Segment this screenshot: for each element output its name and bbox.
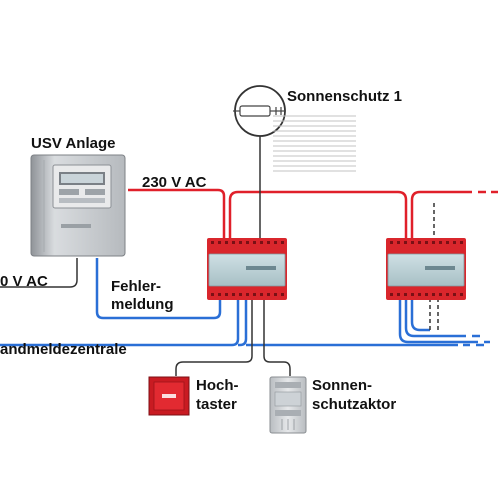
- blind-icon: [273, 115, 356, 172]
- usv-title: USV Anlage: [31, 135, 115, 152]
- signal-lines: [0, 258, 490, 347]
- motor-icon: [233, 85, 286, 137]
- brandmeldezentrale-label: andmeldezentrale: [0, 341, 127, 358]
- power-lines: [128, 188, 498, 240]
- push-button-icon: [148, 376, 190, 416]
- aktor-label-1: Sonnen-: [312, 377, 372, 394]
- fehlermeldung-label-1: Fehler-: [111, 278, 161, 295]
- fehlermeldung-label-2: meldung: [111, 296, 174, 313]
- ups-cabinet-icon: [30, 154, 126, 257]
- hochtaster-label-2: taster: [196, 396, 237, 413]
- actuator-icon: [269, 376, 307, 434]
- module-icon: [386, 238, 466, 300]
- control-lines: [0, 128, 439, 376]
- ac-left-label: 0 V AC: [0, 273, 48, 290]
- aktor-label-2: schutzaktor: [312, 396, 396, 413]
- hochtaster-label-1: Hoch-: [196, 377, 239, 394]
- sonnenschutz-label: Sonnenschutz 1: [287, 88, 402, 105]
- module-icon: [207, 238, 287, 300]
- ac-230-label: 230 V AC: [142, 174, 207, 191]
